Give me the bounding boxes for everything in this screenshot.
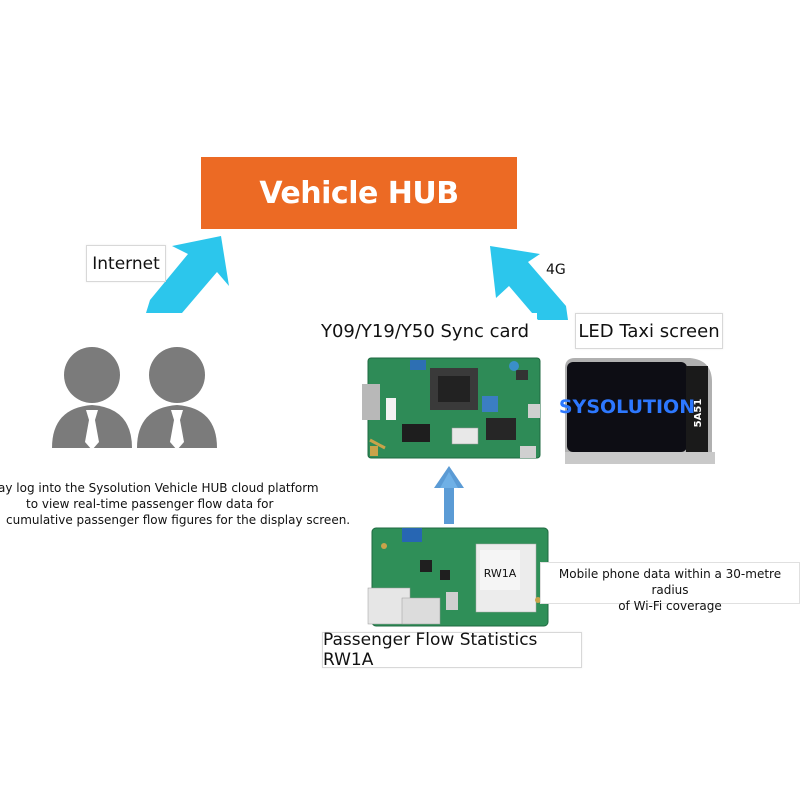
users-description: ay log into the Sysolution Vehicle HUB c… bbox=[0, 480, 351, 528]
users-icon bbox=[52, 347, 217, 450]
rw1a-up-arrow bbox=[434, 466, 464, 524]
rw1a-chip-text: RW1A bbox=[484, 567, 517, 580]
taxi-screen-text: SYSOLUTION bbox=[559, 396, 695, 418]
users-description-line: cumulative passenger flow figures for th… bbox=[6, 513, 351, 527]
internet-label: Internet bbox=[86, 245, 166, 282]
users-description-line: to view real-time passenger flow data fo… bbox=[26, 497, 274, 511]
wifi-coverage-note: Mobile phone data within a 30-metre radi… bbox=[540, 562, 800, 613]
rw1a-image: RW1A bbox=[367, 527, 549, 627]
sync-card-label: Y09/Y19/Y50 Sync card bbox=[313, 313, 537, 349]
taxi-side-text: 5A51 bbox=[693, 399, 704, 428]
vehicle-hub-box: Vehicle HUB bbox=[201, 157, 517, 229]
taxi-screen-image: SYSOLUTION 5A51 bbox=[559, 358, 715, 464]
users-description-line: ay log into the Sysolution Vehicle HUB c… bbox=[0, 481, 319, 495]
lte-label: 4G bbox=[546, 262, 566, 278]
vehicle-hub-title: Vehicle HUB bbox=[259, 175, 459, 211]
internet-arrow bbox=[146, 236, 229, 313]
wifi-note-line: Mobile phone data within a 30-metre radi… bbox=[558, 567, 782, 597]
rw1a-label: Passenger Flow Statistics RW1A bbox=[322, 630, 582, 670]
taxi-screen-label: LED Taxi screen bbox=[575, 313, 723, 349]
lte-arrow bbox=[490, 246, 568, 320]
sync-card-image bbox=[362, 357, 541, 459]
wifi-note-line: of Wi-Fi coverage bbox=[618, 599, 722, 613]
